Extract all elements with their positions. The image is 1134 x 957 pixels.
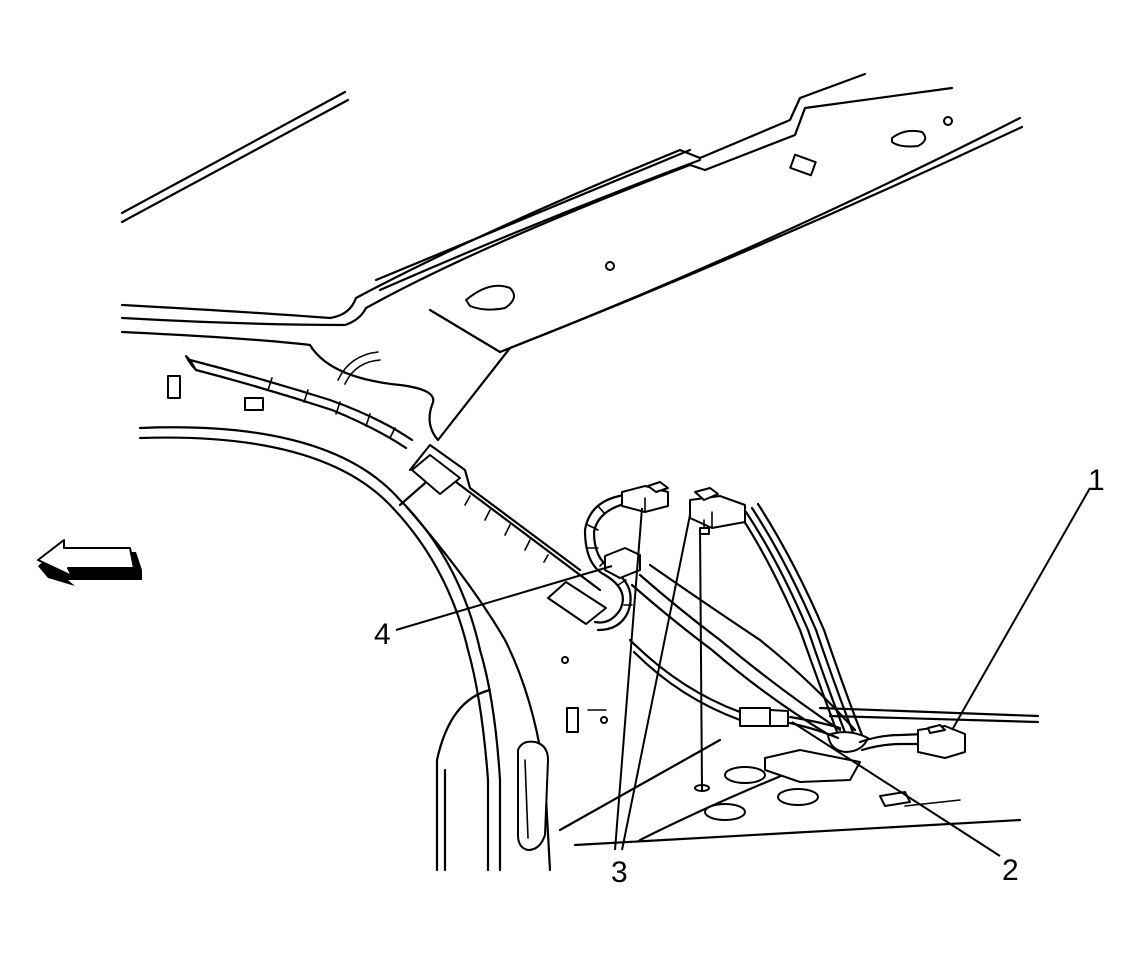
roof-panel: [120, 72, 1024, 442]
quarter-panel: [138, 375, 608, 872]
callout-1: 1: [1088, 464, 1105, 497]
leader-3c: [699, 527, 703, 791]
connector-4: [604, 547, 641, 579]
leader-1: [951, 487, 1091, 731]
callout-4: 4: [374, 618, 391, 651]
leader-3b: [621, 514, 691, 851]
trunk-floor: [558, 706, 1040, 847]
connector-3b: [689, 495, 746, 529]
leader-4: [395, 565, 613, 631]
arrow-left-icon: [37, 539, 142, 586]
leader-3a: [614, 507, 643, 851]
wiring-harness: [583, 493, 927, 753]
callout-2: 2: [1002, 854, 1019, 887]
leader-lines: [395, 487, 1091, 857]
trim-channel: [185, 355, 607, 625]
connectors: [604, 481, 966, 759]
connector-1: [917, 725, 966, 759]
connector-2: [739, 707, 771, 727]
leader-2: [791, 721, 1001, 857]
callout-3: 3: [611, 856, 628, 889]
